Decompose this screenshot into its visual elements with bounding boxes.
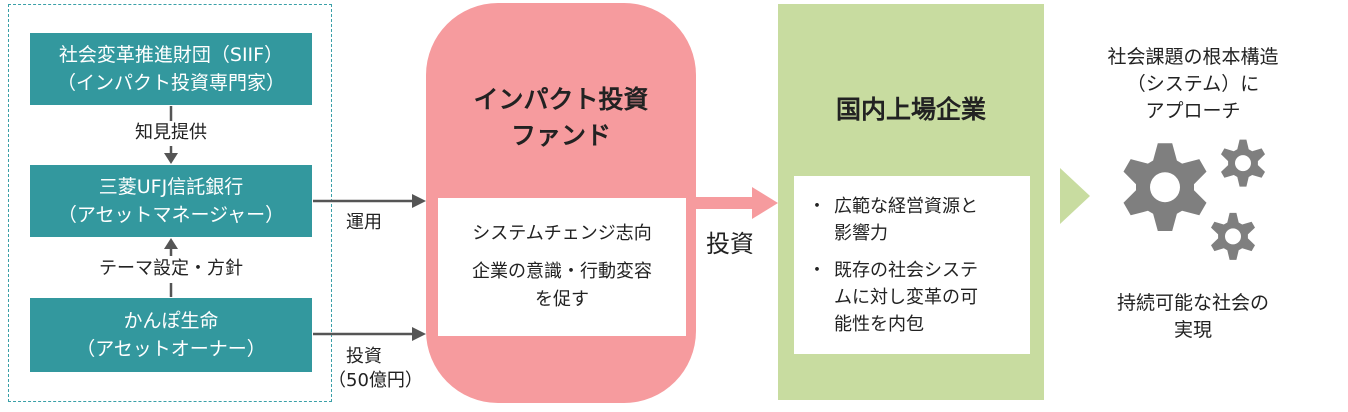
gear-small-bottom-icon	[1211, 212, 1255, 260]
fund-to-company-arrow	[696, 187, 778, 219]
trust-bank-name: 三菱UFJ信託銀行	[98, 176, 244, 198]
knowledge-label: 知見提供	[135, 122, 207, 143]
kampo-name: かんぽ生命	[123, 310, 219, 332]
approach-line1: 社会課題の根本構造	[1107, 46, 1279, 68]
investor-group-frame	[8, 4, 332, 402]
result-text: 持続可能な社会の 実現	[1082, 290, 1304, 344]
bullet2-line1: 既存の社会システ	[834, 259, 978, 281]
result-line1: 持続可能な社会の	[1116, 292, 1269, 314]
fund-title: インパクト投資 ファンド	[426, 82, 696, 154]
siif-role: （インパクト投資専門家）	[56, 72, 285, 94]
kampo-role: （アセットオーナー）	[76, 338, 266, 360]
company-title: 国内上場企業	[835, 95, 986, 124]
knowledge-down-arrow	[164, 106, 178, 164]
fund-desc-system-change: システムチェンジ志向	[472, 223, 652, 244]
bullet1-line1: 広範な経営資源と	[834, 195, 978, 217]
company-feature-box: ・ 広範な経営資源と 影響力 ・ 既存の社会システ ムに対し変革の可 能性を内包	[794, 176, 1030, 354]
kampo-box: かんぽ生命 （アセットオーナー）	[30, 298, 312, 372]
gear-small-top-icon	[1221, 139, 1265, 187]
invest-big-label: 投資	[706, 230, 754, 258]
company-bullet-2: ・ 既存の社会システ ムに対し変革の可 能性を内包	[808, 257, 1020, 338]
trust-bank-role: （アセットマネージャー）	[57, 204, 285, 226]
trust-bank-box: 三菱UFJ信託銀行 （アセットマネージャー）	[30, 165, 312, 237]
invest-amount: （50億円）	[328, 370, 423, 391]
bullet2-line2: ムに対し変革の可	[834, 286, 978, 308]
gear-large-icon	[1123, 143, 1207, 231]
operation-arrow	[313, 194, 426, 208]
fund-desc-behavior-line1: 企業の意識・行動変容	[472, 261, 652, 282]
fund-desc-behavior-line2: を促す	[535, 289, 589, 310]
approach-line3: アプローチ	[1145, 100, 1241, 122]
siif-name: 社会変革推進財団（SIIF）	[58, 44, 284, 66]
outcome-chevron	[1060, 168, 1090, 224]
operation-label: 運用	[346, 212, 382, 233]
bullet1-line2: 影響力	[834, 222, 888, 244]
investment-arrow	[313, 327, 426, 341]
company-bullet-1: ・ 広範な経営資源と 影響力	[808, 193, 1020, 247]
theme-label: テーマ設定・方針	[99, 258, 243, 279]
bullet2-line3: 能性を内包	[834, 313, 924, 335]
approach-line2: （システム）に	[1126, 73, 1260, 95]
invest-label: 投資	[346, 346, 382, 367]
fund-title-line2: ファンド	[510, 121, 611, 150]
theme-up-arrow	[164, 238, 178, 297]
bullet-mark: ・	[808, 259, 826, 281]
siif-box: 社会変革推進財団（SIIF） （インパクト投資専門家）	[30, 33, 312, 105]
fund-description-box: システムチェンジ志向 企業の意識・行動変容 を促す	[438, 198, 686, 336]
bullet-mark: ・	[808, 195, 826, 217]
fund-title-line1: インパクト投資	[473, 85, 649, 114]
approach-text: 社会課題の根本構造 （システム）に アプローチ	[1082, 44, 1304, 125]
result-line2: 実現	[1173, 319, 1212, 341]
